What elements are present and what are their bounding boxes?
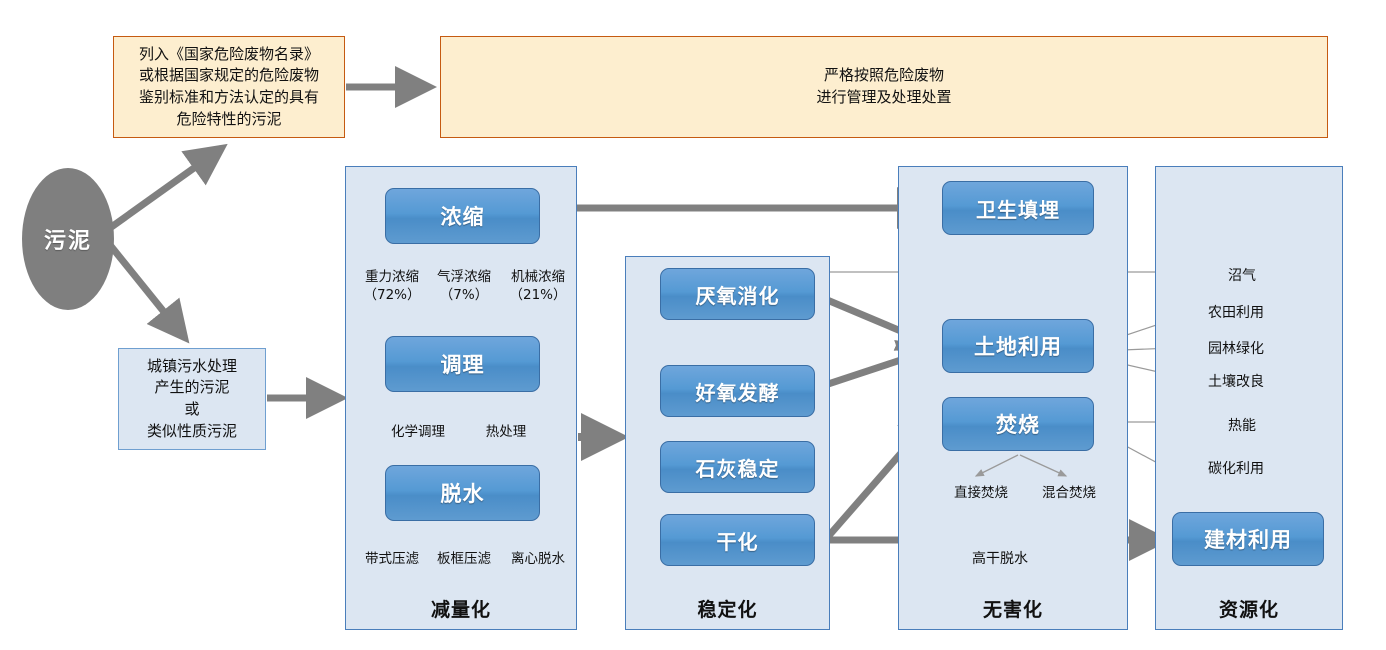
panel-reduction-title: 减量化 — [430, 599, 491, 621]
box-conditioning-label: 调理 — [440, 353, 485, 377]
output-soil-improvement: 土壤改良 — [1208, 374, 1264, 390]
box-anaerobic-digestion-label: 厌氧消化 — [695, 283, 780, 308]
box-land-application[interactable]: 土地利用 — [942, 319, 1094, 373]
sublabel-mechanical-thickening: 机械浓缩 （21%） — [509, 269, 567, 304]
arrow-sludge-to-hazardous — [107, 143, 228, 231]
node-sludge-source-label: 污泥 — [43, 229, 92, 254]
box-incineration[interactable]: 焚烧 — [942, 397, 1094, 451]
box-dewatering-label: 脱水 — [440, 482, 485, 506]
output-carbonization-use: 碳化利用 — [1208, 461, 1264, 477]
box-municipal-sludge-source[interactable]: 城镇污水处理 产生的污泥 或 类似性质污泥 — [118, 348, 266, 450]
sublabel-direct-incineration: 直接焚烧 — [954, 485, 1008, 501]
box-lime-stabilization-label: 石灰稳定 — [695, 456, 780, 481]
panel-stabilization-title: 稳定化 — [697, 599, 758, 621]
sublabel-centrifugal-dewatering: 离心脱水 — [511, 551, 565, 567]
box-drying-label: 干化 — [716, 529, 759, 554]
box-aerobic-fermentation[interactable]: 好氧发酵 — [660, 365, 815, 417]
box-dewatering[interactable]: 脱水 — [385, 465, 540, 521]
box-sanitary-landfill[interactable]: 卫生填埋 — [942, 181, 1094, 235]
output-farmland-use: 农田利用 — [1208, 305, 1264, 321]
box-building-material-use-label: 建材利用 — [1204, 528, 1292, 552]
node-sludge-source[interactable]: 污泥 — [22, 168, 114, 310]
box-hazardous-action[interactable]: 严格按照危险废物 进行管理及处理处置 — [440, 36, 1328, 138]
box-hazardous-criteria[interactable]: 列入《国家危险废物名录》 或根据国家规定的危险废物 鉴别标准和方法认定的具有 危… — [113, 36, 345, 138]
panel-resource-title: 资源化 — [1218, 599, 1279, 621]
output-landscaping: 园林绿化 — [1208, 341, 1264, 357]
box-conditioning[interactable]: 调理 — [385, 336, 540, 392]
sublabel-gravity-thickening: 重力浓缩 （72%） — [363, 269, 421, 304]
box-thickening[interactable]: 浓缩 — [385, 188, 540, 244]
output-biogas: 沼气 — [1228, 268, 1256, 284]
box-aerobic-fermentation-label: 好氧发酵 — [695, 380, 780, 405]
sublabel-chemical-conditioning: 化学调理 — [391, 424, 445, 440]
box-drying[interactable]: 干化 — [660, 514, 815, 566]
sublabel-co-incineration: 混合焚烧 — [1042, 485, 1096, 501]
box-thickening-label: 浓缩 — [440, 205, 485, 229]
box-municipal-sludge-source-label: 城镇污水处理 产生的污泥 或 类似性质污泥 — [146, 356, 237, 440]
sublabel-belt-filter-press: 带式压滤 — [365, 551, 419, 567]
box-lime-stabilization[interactable]: 石灰稳定 — [660, 441, 815, 493]
arrow-sludge-to-municipal — [107, 242, 190, 344]
panel-harmless-title: 无害化 — [982, 599, 1043, 621]
output-thermal-energy: 热能 — [1228, 418, 1256, 434]
box-anaerobic-digestion[interactable]: 厌氧消化 — [660, 268, 815, 320]
box-land-application-label: 土地利用 — [974, 335, 1062, 359]
edgelabel-high-dry-dewatering: 高干脱水 — [972, 551, 1028, 567]
box-incineration-label: 焚烧 — [996, 413, 1040, 437]
sublabel-flotation-thickening: 气浮浓缩 （7%） — [437, 269, 491, 304]
sublabel-thermal-treatment: 热处理 — [485, 424, 527, 440]
box-sanitary-landfill-label: 卫生填埋 — [976, 197, 1060, 222]
box-hazardous-criteria-label: 列入《国家危险废物名录》 或根据国家规定的危险废物 鉴别标准和方法认定的具有 危… — [138, 44, 319, 128]
box-hazardous-action-label: 严格按照危险废物 进行管理及处理处置 — [816, 66, 952, 106]
sublabel-plate-frame-press: 板框压滤 — [437, 551, 491, 567]
box-building-material-use[interactable]: 建材利用 — [1172, 512, 1324, 566]
